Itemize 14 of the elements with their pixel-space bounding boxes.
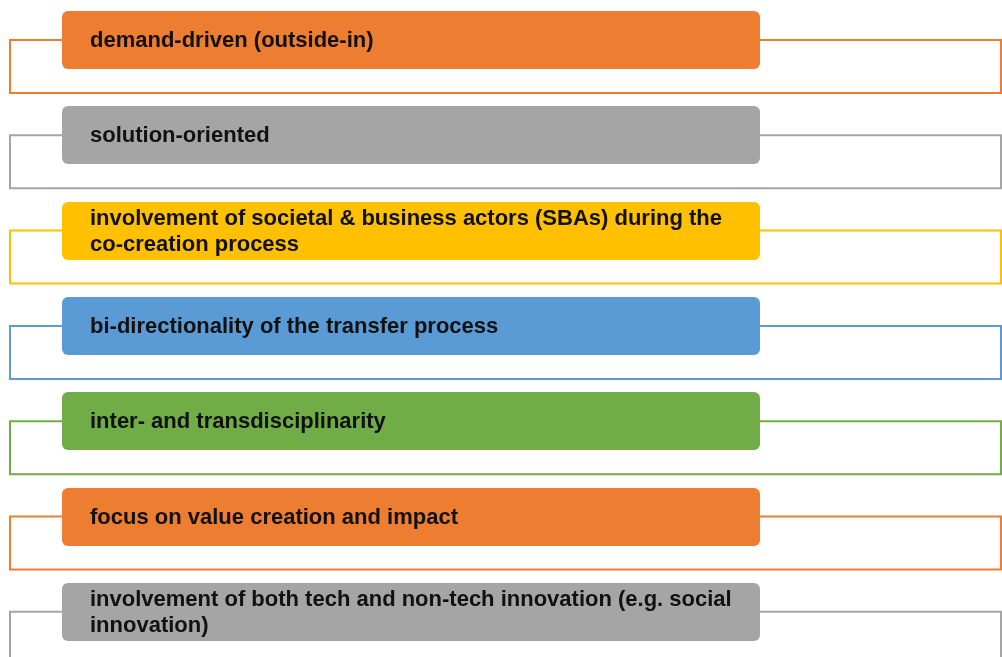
label-bar [62,11,760,69]
label-bar [62,487,760,546]
label-bar [62,582,760,641]
item-label: demand-driven (outside-in) [90,27,374,53]
label-bar [62,201,760,260]
label-bar [62,296,760,355]
item-label: solution-oriented [90,122,270,149]
item-label: focus on value creation and impact [90,503,458,530]
item-label: inter- and transdisciplinarity [90,408,386,435]
item-label: involvement of both tech and non-tech innovation (e.g. social innovation) [90,585,732,638]
label-bar [62,392,760,451]
label-bar [62,106,760,165]
item-label: involvement of societal & business actors (SBAs) during the co-creation process [90,204,724,257]
item-label: bi-directionality of the transfer process [90,312,499,339]
